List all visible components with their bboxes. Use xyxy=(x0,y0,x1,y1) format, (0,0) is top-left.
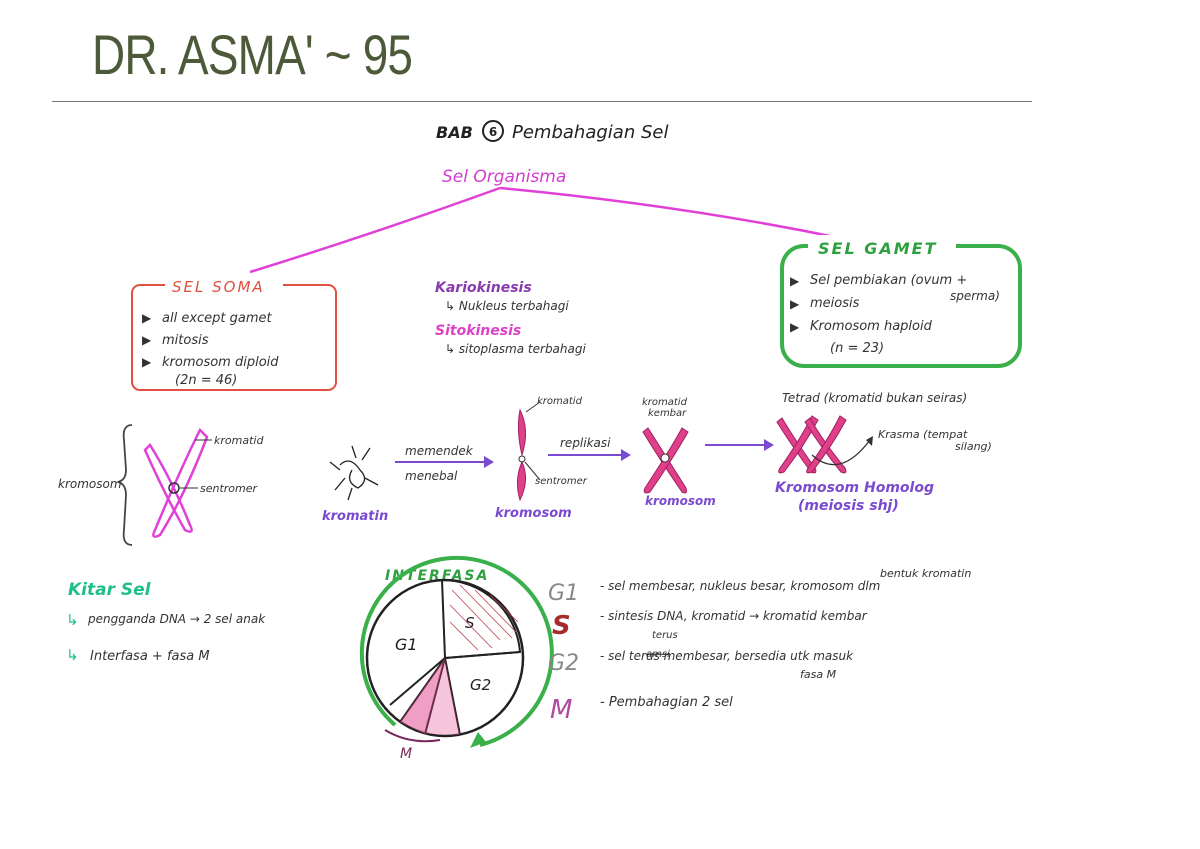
arrow2-label: replikasi xyxy=(560,436,611,450)
phase-struck-word: amsi xyxy=(646,649,670,660)
chapter-prefix: BAB xyxy=(436,123,473,142)
phase-desc-m: - Pembahagian 2 sel xyxy=(600,695,733,710)
organism-heading: Sel Organisma xyxy=(442,167,566,187)
homolog-label: Kromosom Homolog xyxy=(775,480,934,496)
phase-desc-s: - sintesis DNA, kromatid → kromatid kemb… xyxy=(600,609,868,623)
krasma-label: Krasma (tempat xyxy=(878,428,968,441)
segment-g2: G2 xyxy=(470,676,491,694)
sel-soma-item-3: kromosom diploid xyxy=(162,355,279,370)
kromatid-top-label: kromatid xyxy=(537,396,583,407)
centromere-dot xyxy=(168,482,180,494)
cycle-arrow xyxy=(359,555,554,747)
sel-soma-item-1: all except gamet xyxy=(162,311,273,326)
kromatid-kembar-label-1: kromatid xyxy=(642,397,688,408)
kromosom1-label: kromosom xyxy=(495,506,572,521)
branch-line-right xyxy=(499,186,841,240)
kromosom-label: kromosom xyxy=(58,477,122,491)
phase-inserted-word: terus xyxy=(652,630,678,641)
phase-code-g2: G2 xyxy=(548,651,579,676)
bullet-icon: ▶ xyxy=(790,274,800,288)
chromosome-shape xyxy=(516,460,526,502)
sel-soma-title: SEL SOMA xyxy=(172,278,265,296)
bullet-icon: ▶ xyxy=(142,333,152,347)
bullet-icon: ▶ xyxy=(142,355,152,369)
kitar-sel-title: Kitar Sel xyxy=(68,580,152,600)
divider xyxy=(52,101,1032,102)
kromatin-icon xyxy=(329,445,379,501)
chromatid-shape xyxy=(152,427,209,538)
sel-soma-item-2: mitosis xyxy=(162,333,209,348)
sitokinesis-term: Sitokinesis xyxy=(435,323,521,339)
kromatid-kembar-label-2: kembar xyxy=(648,408,687,419)
krasma-label-2: silang) xyxy=(955,440,992,453)
arrow1-bottom-label: menebal xyxy=(405,469,458,483)
kitar-sel-item-2: Interfasa + fasa M xyxy=(90,649,210,664)
kromatin-label: kromatin xyxy=(322,509,388,524)
chapter-name: Pembahagian Sel xyxy=(512,122,668,143)
sel-gamet-item-2: sperma) xyxy=(950,289,1000,303)
chapter-number: 6 xyxy=(489,125,497,139)
sel-soma-item-4: (2n = 46) xyxy=(175,373,237,388)
phase-desc2-g1: bentuk kromatin xyxy=(880,567,971,580)
tetrad-label: Tetrad (kromatid bukan seiras) xyxy=(782,391,967,405)
sentromer-label: sentromer xyxy=(200,482,259,495)
brace-icon xyxy=(117,424,133,546)
sel-gamet-item-4: Kromosom haploid xyxy=(810,319,933,334)
kromosom2-label: kromosom xyxy=(645,494,716,508)
kitar-sel-item-1: pengganda DNA → 2 sel anak xyxy=(87,612,266,626)
page-title: DR. ASMA' ~ 95 xyxy=(92,23,413,86)
bullet-icon: ▶ xyxy=(142,311,152,325)
phase-code-g1: G1 xyxy=(548,581,579,606)
chromosome-shape xyxy=(517,408,526,457)
sel-gamet-title: SEL GAMET xyxy=(818,239,938,258)
kromatid-label: kromatid xyxy=(214,434,264,447)
m-label: M xyxy=(400,746,412,762)
chapter-circle xyxy=(482,120,504,142)
arrow-curve-icon: ↳ xyxy=(66,646,79,664)
chromatid-shape xyxy=(143,443,193,533)
sel-gamet-item-5: (n = 23) xyxy=(830,341,884,356)
phase-desc2-g2: fasa M xyxy=(800,668,837,681)
homolog-label-2: (meiosis shj) xyxy=(798,498,899,514)
segment-g1: G1 xyxy=(395,635,418,654)
kariokinesis-desc: ↳ Nukleus terbahagi xyxy=(445,299,569,313)
branch-line-left xyxy=(249,186,501,274)
sitokinesis-desc: ↳ sitoplasma terbahagi xyxy=(445,342,586,356)
phase-code-s: S xyxy=(552,611,571,641)
phase-desc-g1: - sel membesar, nukleus besar, kromosom … xyxy=(600,579,880,593)
arrow1-top-label: memendek xyxy=(405,444,474,458)
sel-gamet-item-3: meiosis xyxy=(810,296,860,311)
arrow-curve-icon: ↳ xyxy=(66,611,79,629)
tetrad-shape xyxy=(776,415,847,474)
bullet-icon: ▶ xyxy=(790,320,800,334)
sentromer-process-label: sentromer xyxy=(535,476,588,487)
phase-code-m: M xyxy=(550,695,572,725)
bullet-icon: ▶ xyxy=(790,297,800,311)
phase-desc-g2: - sel terus membesar, bersedia utk masuk xyxy=(600,649,854,663)
kariokinesis-term: Kariokinesis xyxy=(435,280,532,296)
segment-s: S xyxy=(465,614,475,632)
sel-gamet-item-1: Sel pembiakan (ovum + xyxy=(810,273,967,288)
